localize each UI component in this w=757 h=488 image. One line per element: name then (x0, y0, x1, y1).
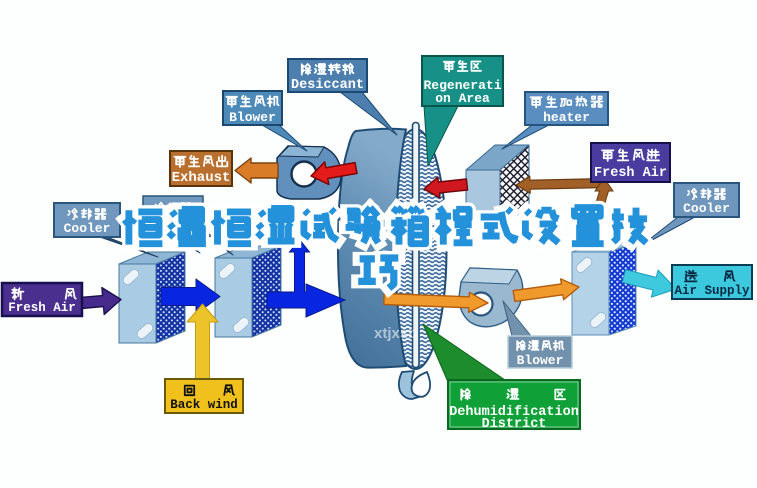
svg-text:Exhaust: Exhaust (172, 170, 231, 186)
svg-text:Cooler: Cooler (64, 221, 111, 236)
svg-text:Regenerati: Regenerati (423, 78, 501, 93)
svg-text:xtjxsb: xtjxsb (374, 325, 417, 342)
svg-text:Dehumidification: Dehumidification (449, 405, 579, 420)
svg-text:Blower: Blower (517, 353, 564, 368)
svg-text:Blower: Blower (229, 110, 276, 125)
svg-text:Cooler: Cooler (683, 201, 730, 216)
svg-text:Desiccant: Desiccant (291, 78, 364, 93)
svg-text:District: District (482, 417, 547, 432)
svg-text:on Area: on Area (435, 91, 490, 106)
svg-text:Fresh Air: Fresh Air (8, 301, 76, 315)
svg-text:Air Supply: Air Supply (674, 284, 750, 298)
svg-text:heater: heater (543, 110, 590, 125)
svg-text:Back wind: Back wind (170, 398, 238, 412)
svg-text:Fresh Air: Fresh Air (594, 166, 667, 181)
